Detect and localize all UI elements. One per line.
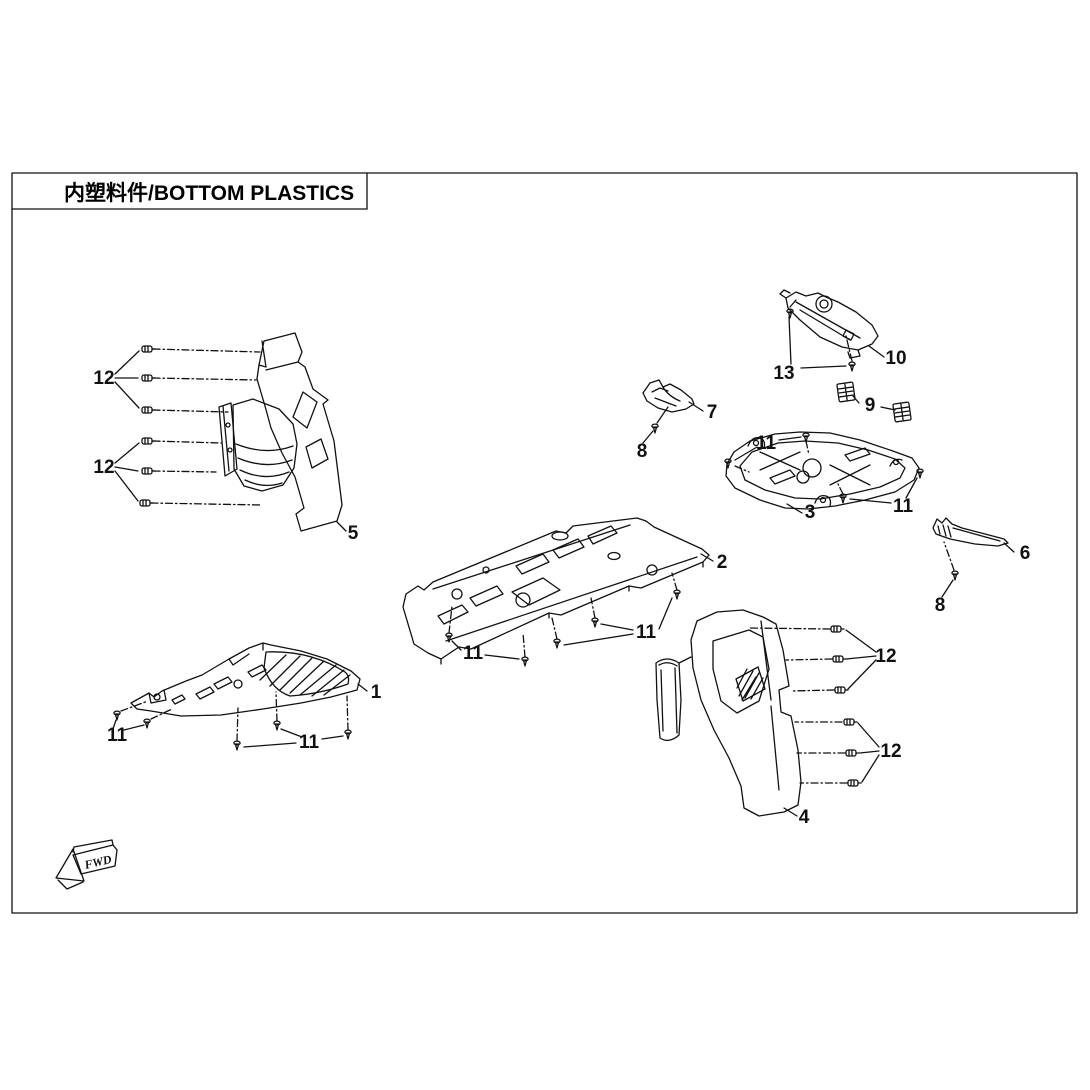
bolt-icon	[139, 499, 154, 507]
leader-lines	[112, 299, 1015, 817]
callout-9: 9	[865, 395, 876, 416]
callout-10: 10	[885, 348, 906, 369]
callout-13: 13	[773, 363, 794, 384]
callout-4: 4	[799, 807, 810, 828]
callout-12: 12	[880, 741, 901, 762]
callout-2: 2	[717, 552, 728, 573]
bolt-icon	[141, 437, 156, 445]
fwd-label: FWD	[82, 852, 113, 872]
part-1-front-skid-plate	[130, 642, 361, 717]
bolt-icon	[141, 406, 156, 414]
callout-12: 12	[875, 646, 896, 667]
callout-12: 12	[93, 457, 114, 478]
part-7-small-bracket	[642, 379, 695, 413]
part-5-inner-fender	[218, 332, 343, 532]
screw-icon	[344, 729, 352, 740]
screw-icon	[143, 718, 151, 729]
bolt-icon	[141, 467, 156, 475]
screw-icon	[951, 570, 959, 581]
clip-icon	[892, 401, 912, 423]
part-4-side-panel	[655, 609, 802, 817]
clip-icon	[836, 381, 856, 403]
callout-11: 11	[463, 643, 484, 664]
callout-6: 6	[1020, 543, 1031, 564]
screw-icon	[233, 740, 241, 751]
callout-11: 11	[299, 732, 320, 753]
screw-icon	[521, 656, 529, 667]
callout-11: 11	[756, 433, 777, 454]
screw-fasteners	[113, 308, 959, 751]
callout-5: 5	[348, 523, 359, 544]
callout-3: 3	[805, 502, 816, 523]
part-6-long-bracket	[932, 517, 1009, 547]
screw-icon	[673, 589, 681, 600]
screw-icon	[273, 720, 281, 731]
callout-1: 1	[371, 682, 382, 703]
part-3-tray-plate	[725, 431, 920, 510]
bolt-icon	[834, 686, 849, 694]
bolt-icon	[847, 779, 862, 787]
part-2-main-skid-plate	[402, 517, 710, 665]
callout-7: 7	[707, 402, 718, 423]
bolt-icon	[141, 345, 156, 353]
screw-icon	[591, 617, 599, 628]
centerline-leaders	[120, 335, 955, 784]
part-10-upper-bracket	[779, 289, 879, 359]
screw-icon	[848, 361, 856, 372]
bolt-fasteners	[139, 345, 862, 787]
callout-11: 11	[893, 496, 914, 517]
bolt-icon	[845, 749, 860, 757]
bolt-icon	[832, 655, 847, 663]
screw-icon	[113, 710, 121, 721]
callout-8: 8	[935, 595, 946, 616]
screw-icon	[553, 638, 561, 649]
callout-8: 8	[637, 441, 648, 462]
page-title: 内塑料件/BOTTOM PLASTICS	[64, 181, 354, 205]
callout-12: 12	[93, 368, 114, 389]
bolt-icon	[141, 374, 156, 382]
screw-icon	[724, 458, 732, 469]
callout-11: 11	[107, 725, 128, 746]
bolt-icon	[843, 718, 858, 726]
callout-11: 11	[636, 622, 657, 643]
bolt-icon	[830, 625, 845, 633]
callout-labels: 12 12 5 13 10 9 7 8 11 3 11 6 8 2 11 11 …	[93, 348, 1030, 828]
drawing-frame	[11, 172, 1078, 914]
fwd-arrow: FWD	[55, 839, 118, 890]
